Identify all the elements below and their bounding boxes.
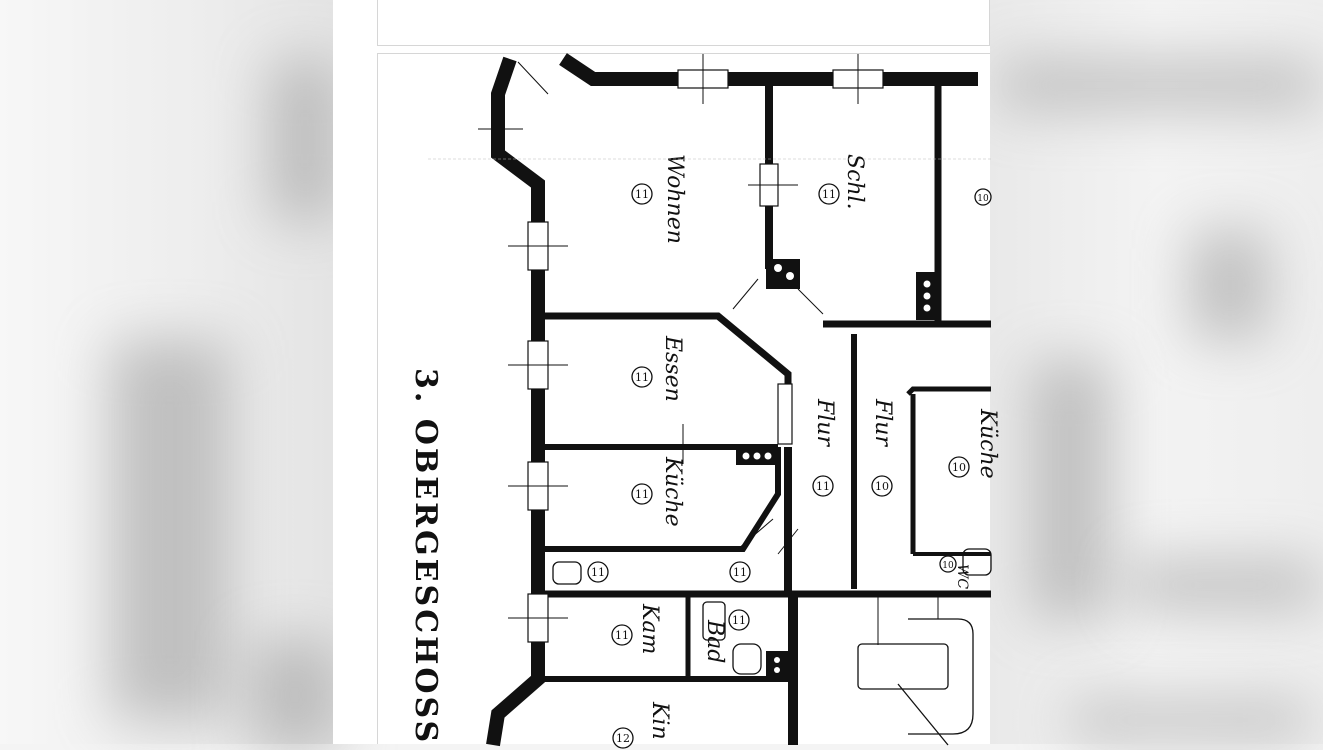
- floor-title: 3. OBERGESCHOSS: [408, 368, 443, 745]
- room-number-hall-11: 11: [733, 566, 747, 579]
- floor-plan-drawing: 3. OBERGESCHOSS: [408, 53, 1000, 749]
- room-number-kueche-11: 11: [635, 488, 649, 501]
- room-number-kueche-10: 10: [952, 461, 966, 474]
- room-label-kam: Kam: [637, 603, 662, 654]
- room-number-bad: 11: [732, 614, 746, 627]
- room-number-kin: 12: [616, 732, 630, 745]
- room-number-flur-11: 11: [816, 480, 830, 493]
- room-number-wohnen: 11: [635, 188, 649, 201]
- previous-page-card[interactable]: [377, 0, 990, 46]
- room-label-essen: Essen: [660, 335, 685, 402]
- room-label-kueche-10: Küche: [975, 408, 1000, 479]
- blurred-backdrop-right: [990, 0, 1323, 744]
- room-label-bad: Bad: [702, 619, 727, 663]
- room-number-essen: 11: [635, 371, 649, 384]
- room-label-kin: Kin: [647, 701, 672, 740]
- room-label-wohnen: Wohnen: [662, 154, 687, 244]
- room-number-wc-11: 11: [591, 566, 605, 579]
- room-label-flur-11: Flur: [812, 398, 837, 447]
- room-number-edge: 10: [977, 194, 989, 204]
- room-number-schl: 11: [822, 188, 836, 201]
- room-label-wc: WC: [954, 564, 970, 589]
- room-number-wc: 10: [942, 561, 954, 571]
- image-viewer-sheet: 3. OBERGESCHOSS: [333, 0, 1000, 749]
- room-number-flur-10: 10: [875, 480, 889, 493]
- room-label-flur-10: Flur: [870, 398, 895, 447]
- floor-plan-frame: 3. OBERGESCHOSS: [377, 53, 1000, 749]
- room-label-kueche-11: Küche: [660, 456, 685, 527]
- room-label-schl: Schl.: [842, 154, 867, 210]
- blurred-backdrop-left: [0, 0, 340, 750]
- room-number-kam: 11: [615, 629, 629, 642]
